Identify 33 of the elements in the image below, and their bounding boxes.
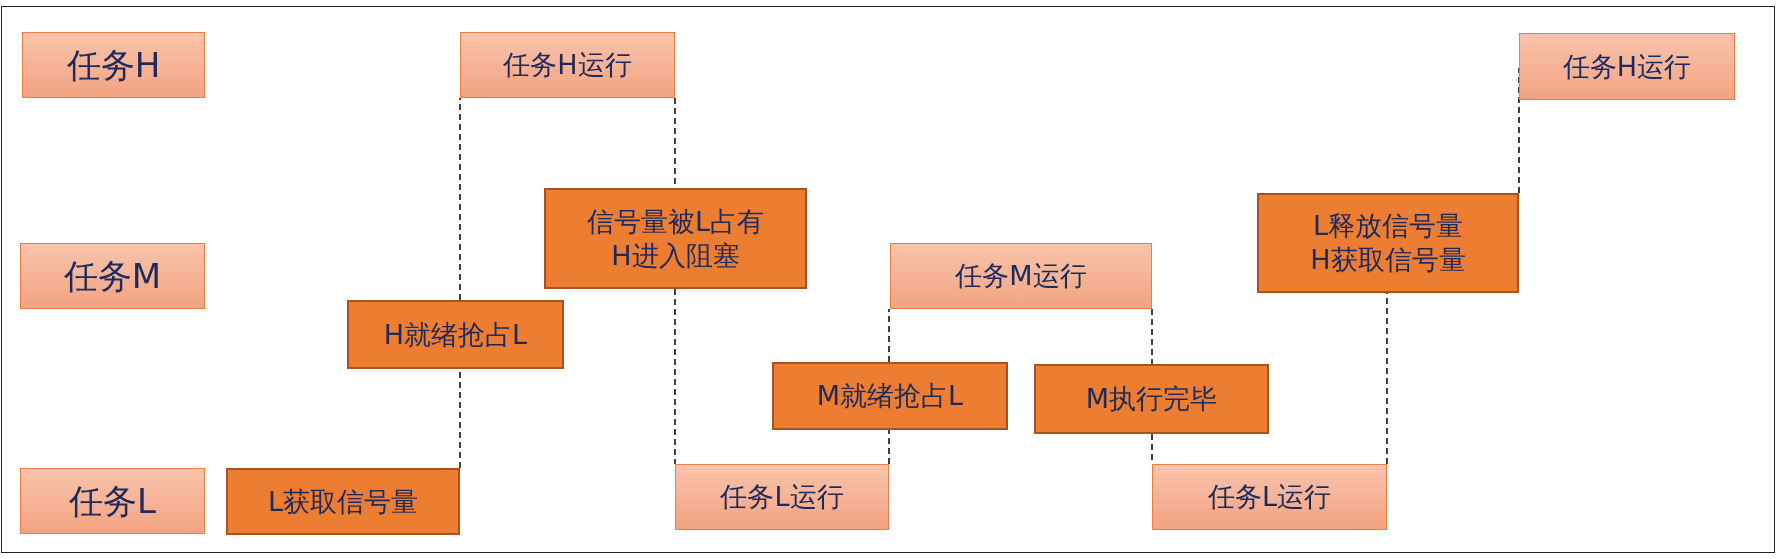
- event-box: [226, 468, 460, 535]
- task-label-box: [20, 243, 205, 309]
- event-text: M执行完毕: [1085, 382, 1218, 416]
- event-text: H就绪抢占L: [383, 317, 528, 352]
- event-box: [1034, 364, 1269, 434]
- task-name: 任务L: [69, 484, 156, 518]
- task-name: 任务M: [63, 259, 162, 293]
- event-box: [544, 188, 807, 289]
- event-box: [1257, 193, 1519, 293]
- event-text: M就绪抢占L: [816, 379, 964, 413]
- event-text: 任务H运行: [503, 48, 632, 82]
- task-bar: [890, 243, 1152, 309]
- event-text: 任务L运行: [1207, 480, 1331, 514]
- task-name: 任务H: [66, 48, 161, 82]
- dashed-line: [888, 308, 890, 363]
- event-box: [772, 362, 1008, 430]
- task-bar: [460, 32, 675, 98]
- event-text: L释放信号量H获取信号量: [1309, 209, 1467, 277]
- event-box: [347, 300, 564, 369]
- task-bar: [675, 464, 889, 530]
- dashed-line: [1151, 308, 1153, 365]
- event-text: L获取信号量: [267, 484, 418, 519]
- event-text: 任务H运行: [1562, 49, 1692, 84]
- dashed-line: [674, 288, 676, 465]
- event-text: 任务L运行: [720, 480, 844, 514]
- dashed-line: [888, 429, 890, 465]
- task-label-box: [22, 32, 205, 98]
- event-text: 信号量被L占有H进入阻塞: [585, 204, 765, 273]
- dashed-line: [459, 97, 461, 301]
- event-text: 任务M运行: [955, 259, 1087, 293]
- task-label-box: [20, 468, 205, 534]
- task-bar: [1519, 33, 1735, 100]
- task-bar: [1152, 464, 1387, 530]
